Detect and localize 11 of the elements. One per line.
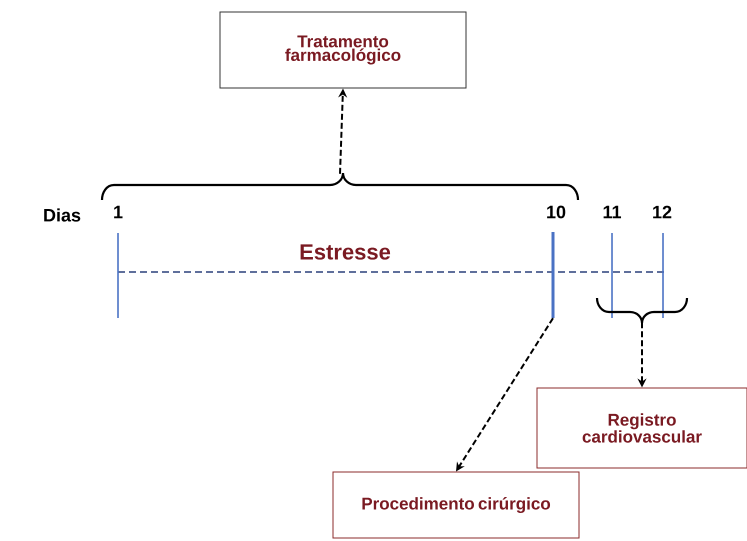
axis-label: Dias (44, 208, 80, 222)
tick-label: 11 (604, 206, 622, 218)
text-box: Registro cardiovascular (536, 388, 747, 468)
day-tick (552, 232, 554, 318)
curly-brace (596, 298, 688, 324)
text-box: Tratamento farmacológico (220, 12, 466, 88)
text-box: Procedimento cirúrgico (332, 472, 580, 538)
phase-label: Estresse (300, 244, 390, 260)
tick-label: 12 (653, 206, 672, 218)
tick-label: 10 (547, 206, 566, 218)
curly-brace (100, 172, 580, 200)
